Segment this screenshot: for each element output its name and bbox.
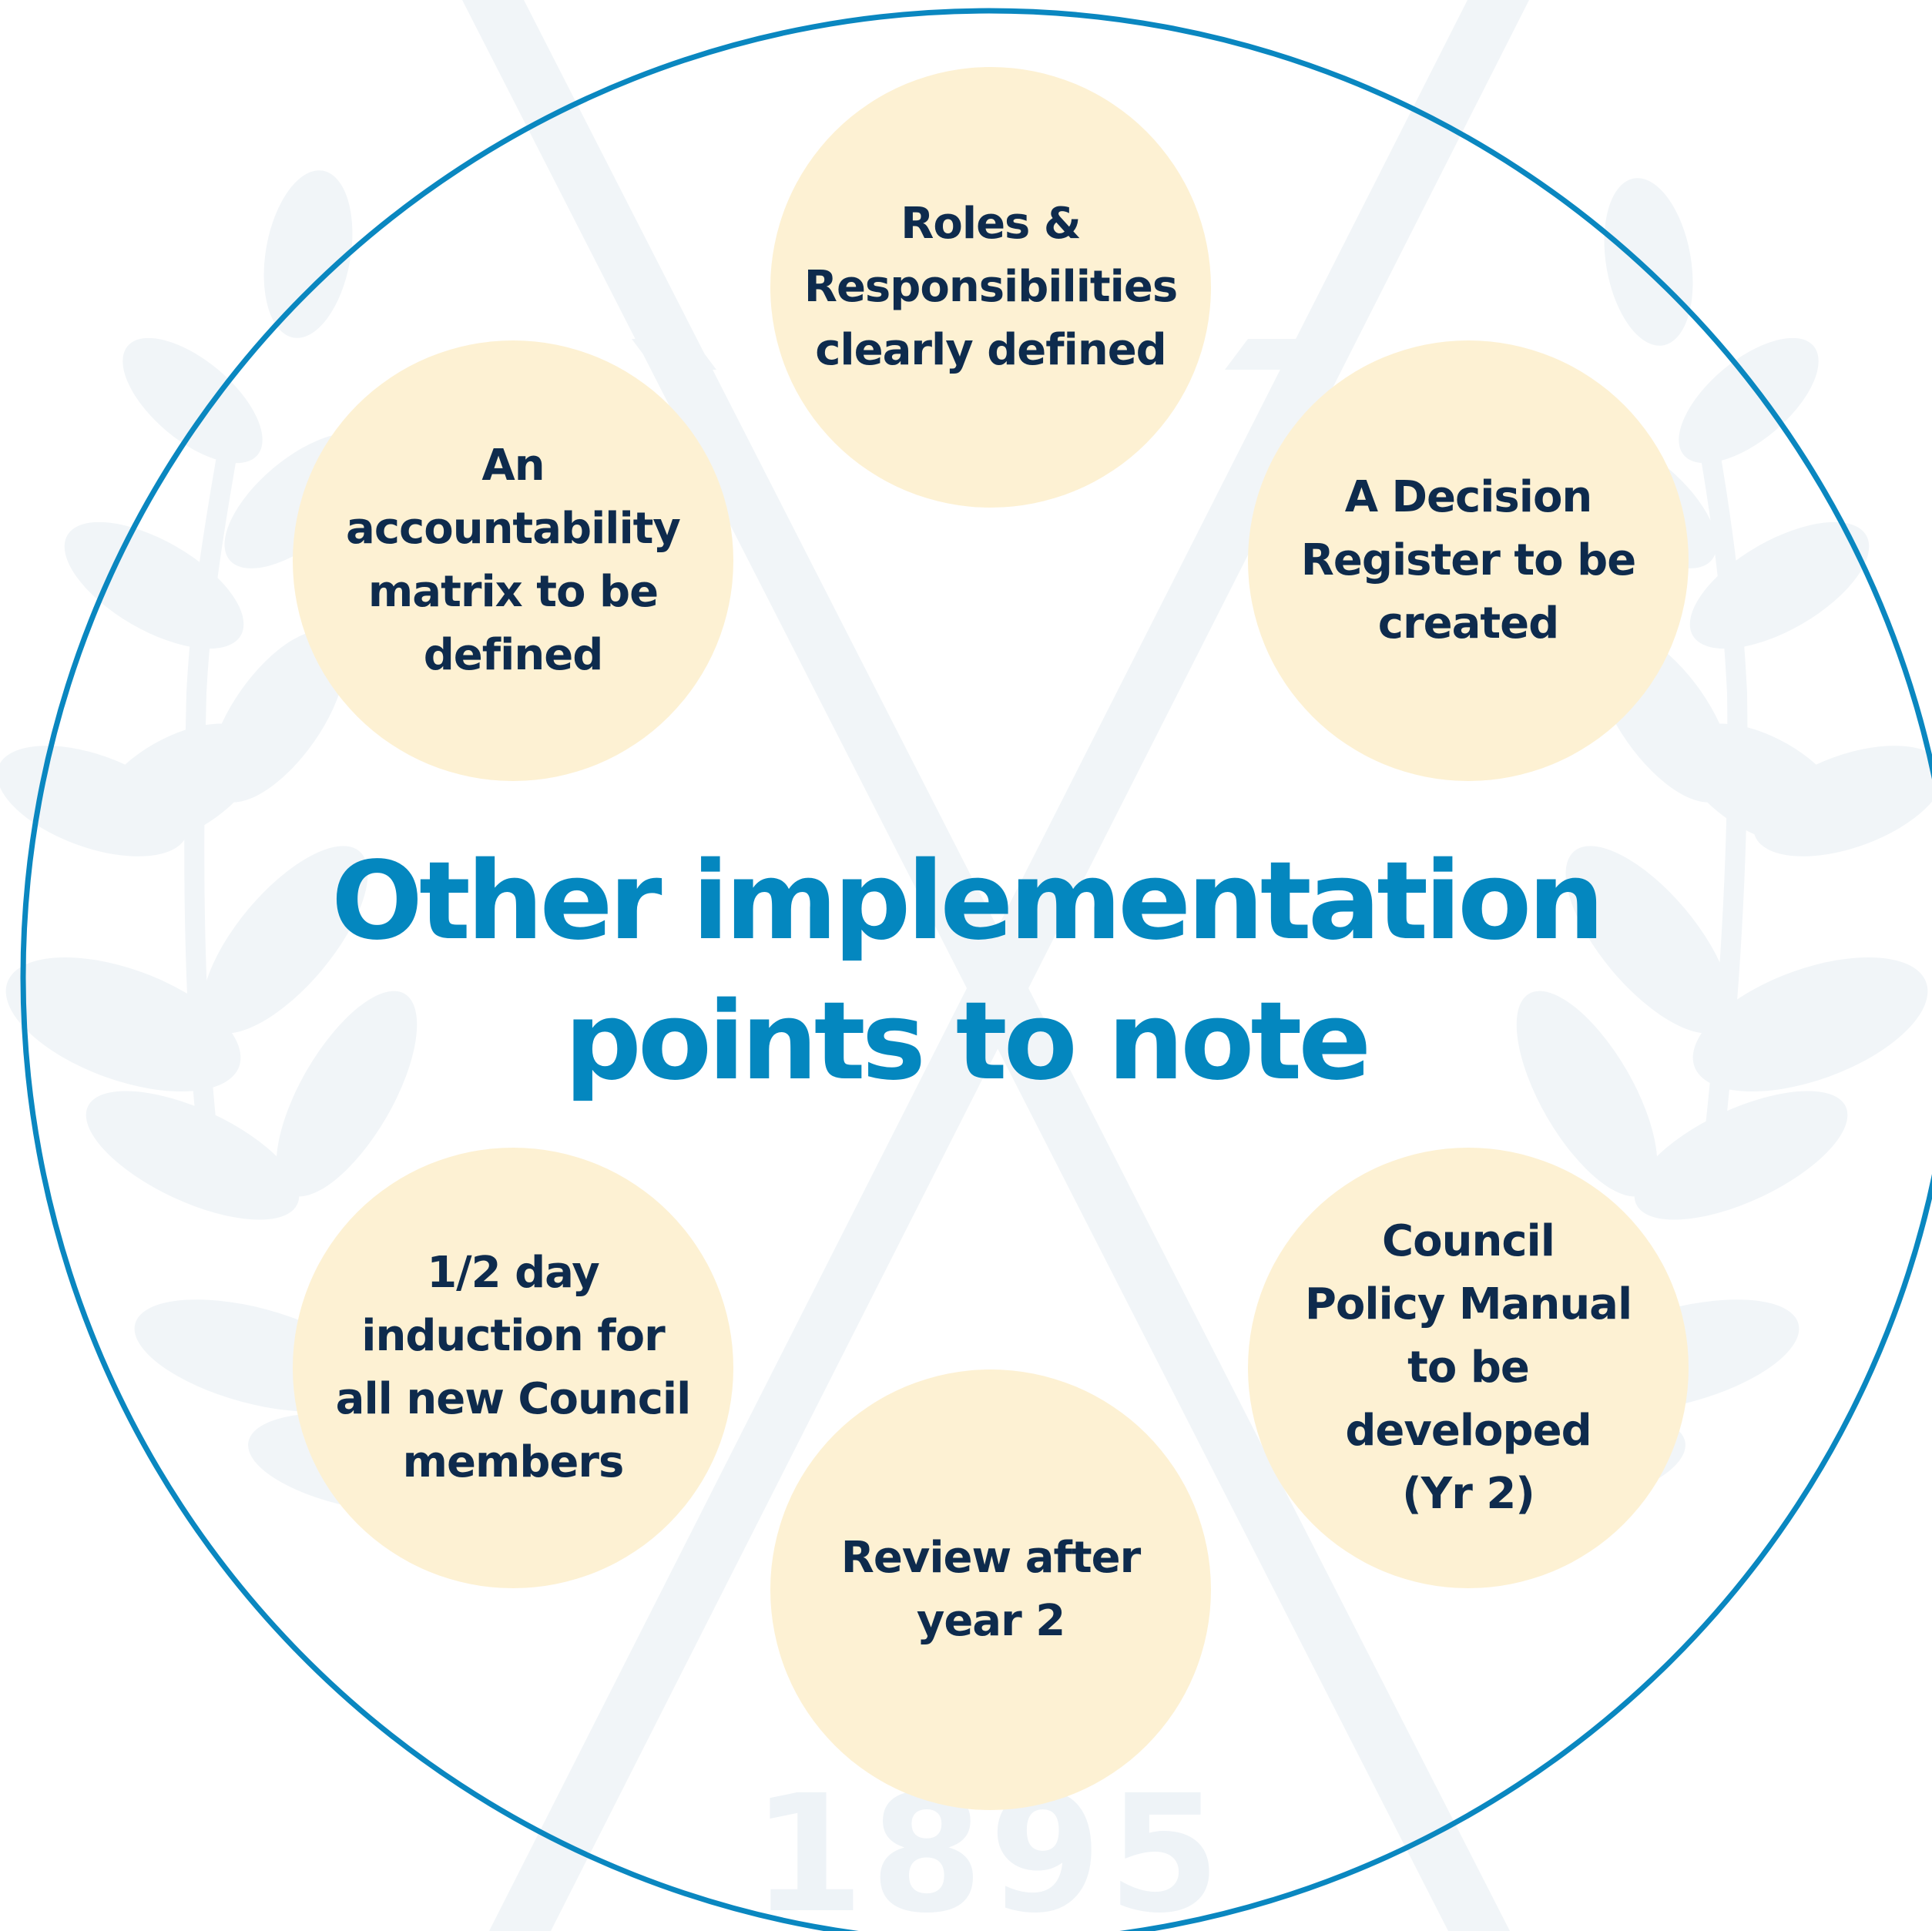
title-line-1: Other implementation [330,839,1605,964]
point-line: Register to be [1300,535,1636,585]
point-line: 1/2 day [427,1248,600,1298]
point-line: Policy Manual [1304,1279,1632,1329]
point-label: A Decision Register to be created [1268,466,1669,655]
point-decision-register: A Decision Register to be created [1248,340,1689,781]
point-line: Responsibilities [803,262,1178,312]
point-label: Roles & Responsibilities clearly defined [790,193,1191,382]
point-line: created [1377,598,1559,649]
outer-ring [20,8,1932,1931]
point-policy-manual: Council Policy Manual to be developed (Y… [1248,1148,1689,1588]
point-induction: 1/2 day induction for all new Council me… [293,1148,733,1588]
point-label: 1/2 day induction for all new Council me… [313,1242,713,1494]
point-line: matrix to be [367,567,659,617]
point-line: defined [423,630,604,680]
point-line: Review after [840,1533,1142,1583]
point-label: Council Policy Manual to be developed (Y… [1268,1210,1669,1526]
point-line: year 2 [916,1596,1065,1646]
point-line: Council [1382,1216,1555,1266]
point-line: to be [1407,1343,1530,1393]
point-line: clearly defined [815,325,1167,375]
point-line: members [402,1437,625,1487]
point-line: Roles & [901,199,1081,249]
point-accountability-matrix: An accountability matrix to be defined [293,340,733,781]
point-line: all new Council [335,1374,692,1424]
diagram-title: Other implementation points to note [273,832,1659,1112]
point-line: A Decision [1344,472,1593,522]
point-line: accountability [346,504,681,554]
point-label: Review after year 2 [790,1527,1191,1653]
point-line: induction for [361,1311,665,1361]
point-line: developed [1345,1406,1592,1456]
point-roles-responsibilities: Roles & Responsibilities clearly defined [770,67,1211,508]
point-review: Review after year 2 [770,1369,1211,1810]
title-line-2: points to note [564,979,1372,1105]
point-line: An [481,441,545,491]
point-label: An accountability matrix to be defined [313,434,713,687]
point-line: (Yr 2) [1402,1469,1535,1519]
